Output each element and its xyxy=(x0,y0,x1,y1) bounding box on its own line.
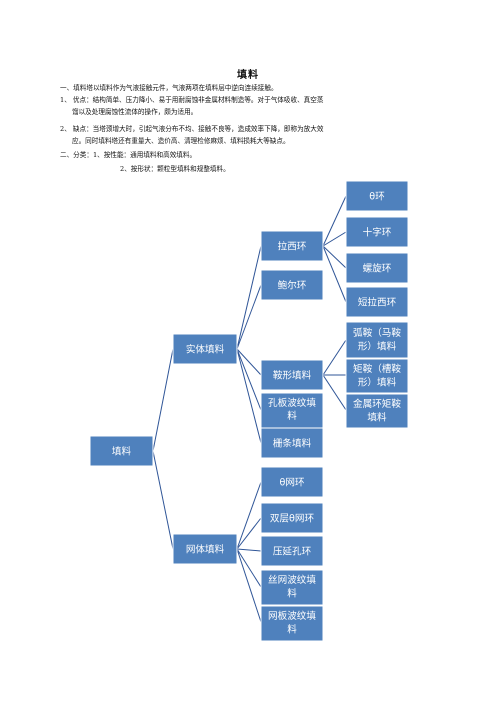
node-berl-saddle-label-1: 弧鞍（马鞍 xyxy=(353,327,401,339)
node-grid-packing: 栅条填料 xyxy=(260,427,324,459)
node-raschig-ring: 拉西环 xyxy=(260,230,324,262)
para-line-7: 2、按形状：颗粒型填料和规整填料。 xyxy=(120,165,230,173)
para-line-4: 2、 缺点：当塔颈增大时，引起气液分布不均、接触不良等，造成效率下降，即称为放大… xyxy=(60,125,324,133)
node-saddle-packing: 鞍形填料 xyxy=(260,359,324,391)
para-line-2: 1、 优点：结构简单、压力降小、易于用耐腐蚀非金属材料制造等。对于气体吸收、真空… xyxy=(60,96,324,104)
node-short-raschig-ring: 短拉西环 xyxy=(345,286,409,318)
node-intalox-saddle-label-1: 矩鞍（槽鞍 xyxy=(353,363,401,375)
node-spiral-ring: 螺旋环 xyxy=(345,252,409,284)
node-orifice-corrugated: 孔板波纹填 料 xyxy=(260,392,324,429)
node-root-label: 填料 xyxy=(112,446,132,458)
node-metal-intalox-label-1: 金属环矩鞍 xyxy=(353,398,401,410)
node-orifice-corrugated-label-1: 孔板波纹填 xyxy=(268,397,316,409)
node-wire-gauze-corrugated: 丝网波纹填 料 xyxy=(260,569,324,606)
node-spiral-ring-label: 螺旋环 xyxy=(363,263,392,275)
node-metal-intalox-label-2: 填料 xyxy=(367,412,387,424)
node-calendered-ring: 压延孔环 xyxy=(260,535,324,567)
node-metal-intalox: 金属环矩鞍 填料 xyxy=(345,393,409,429)
node-theta-mesh-ring: θ网环 xyxy=(260,466,324,498)
node-solid-packing: 实体填料 xyxy=(172,333,238,365)
node-intalox-saddle-label-2: 形）填料 xyxy=(358,377,397,389)
node-mesh-plate-corrugated-label-2: 料 xyxy=(287,624,297,636)
node-theta-mesh-ring-label: θ网环 xyxy=(279,478,304,489)
node-theta-ring-label: θ环 xyxy=(369,192,385,203)
node-grid-packing-label: 栅条填料 xyxy=(273,438,312,450)
node-orifice-corrugated-label-2: 料 xyxy=(287,410,297,422)
node-cross-ring: 十字环 xyxy=(345,216,409,248)
node-double-theta-mesh-ring: 双层θ网环 xyxy=(260,502,324,534)
node-wire-gauze-corrugated-label-1: 丝网波纹填 xyxy=(268,574,316,586)
node-calendered-ring-label: 压延孔环 xyxy=(273,546,312,558)
node-solid-packing-label: 实体填料 xyxy=(186,344,225,356)
node-root: 填料 xyxy=(89,435,154,467)
node-mesh-plate-corrugated-label-1: 网板波纹填 xyxy=(268,610,316,622)
para-line-1: 一、填料塔以填料作为气液接触元件，气液两项在填料层中逆向连续接触。 xyxy=(60,84,278,92)
node-berl-saddle: 弧鞍（马鞍 形）填料 xyxy=(345,321,409,359)
node-raschig-ring-label: 拉西环 xyxy=(278,241,307,253)
para-line-6: 二、分类：1、按性能：通用填料和高效填料。 xyxy=(60,151,197,159)
para-line-3: 馏以及处理腐蚀性流体的操作，颇为适用。 xyxy=(72,108,198,116)
node-cross-ring-label: 十字环 xyxy=(363,227,392,239)
node-double-theta-mesh-ring-label: 双层θ网环 xyxy=(270,514,315,525)
node-berl-saddle-label-2: 形）填料 xyxy=(358,341,397,353)
tree-connectors xyxy=(152,195,347,623)
node-pall-ring: 鲍尔环 xyxy=(260,269,324,301)
node-theta-ring: θ环 xyxy=(345,180,409,212)
node-mesh-packing: 网体填料 xyxy=(172,533,238,565)
node-saddle-packing-label: 鞍形填料 xyxy=(273,370,312,382)
node-mesh-packing-label: 网体填料 xyxy=(186,544,225,556)
node-short-raschig-ring-label: 短拉西环 xyxy=(358,297,397,309)
page-title: 填料 xyxy=(237,70,259,81)
node-pall-ring-label: 鲍尔环 xyxy=(278,280,307,292)
node-mesh-plate-corrugated: 网板波纹填 料 xyxy=(260,605,324,642)
para-line-5: 应。同时填料塔还有重量大、造价高、清理检修麻烦、填料损耗大等缺点。 xyxy=(72,137,290,145)
node-wire-gauze-corrugated-label-2: 料 xyxy=(287,588,297,600)
node-intalox-saddle: 矩鞍（槽鞍 形）填料 xyxy=(345,358,409,394)
